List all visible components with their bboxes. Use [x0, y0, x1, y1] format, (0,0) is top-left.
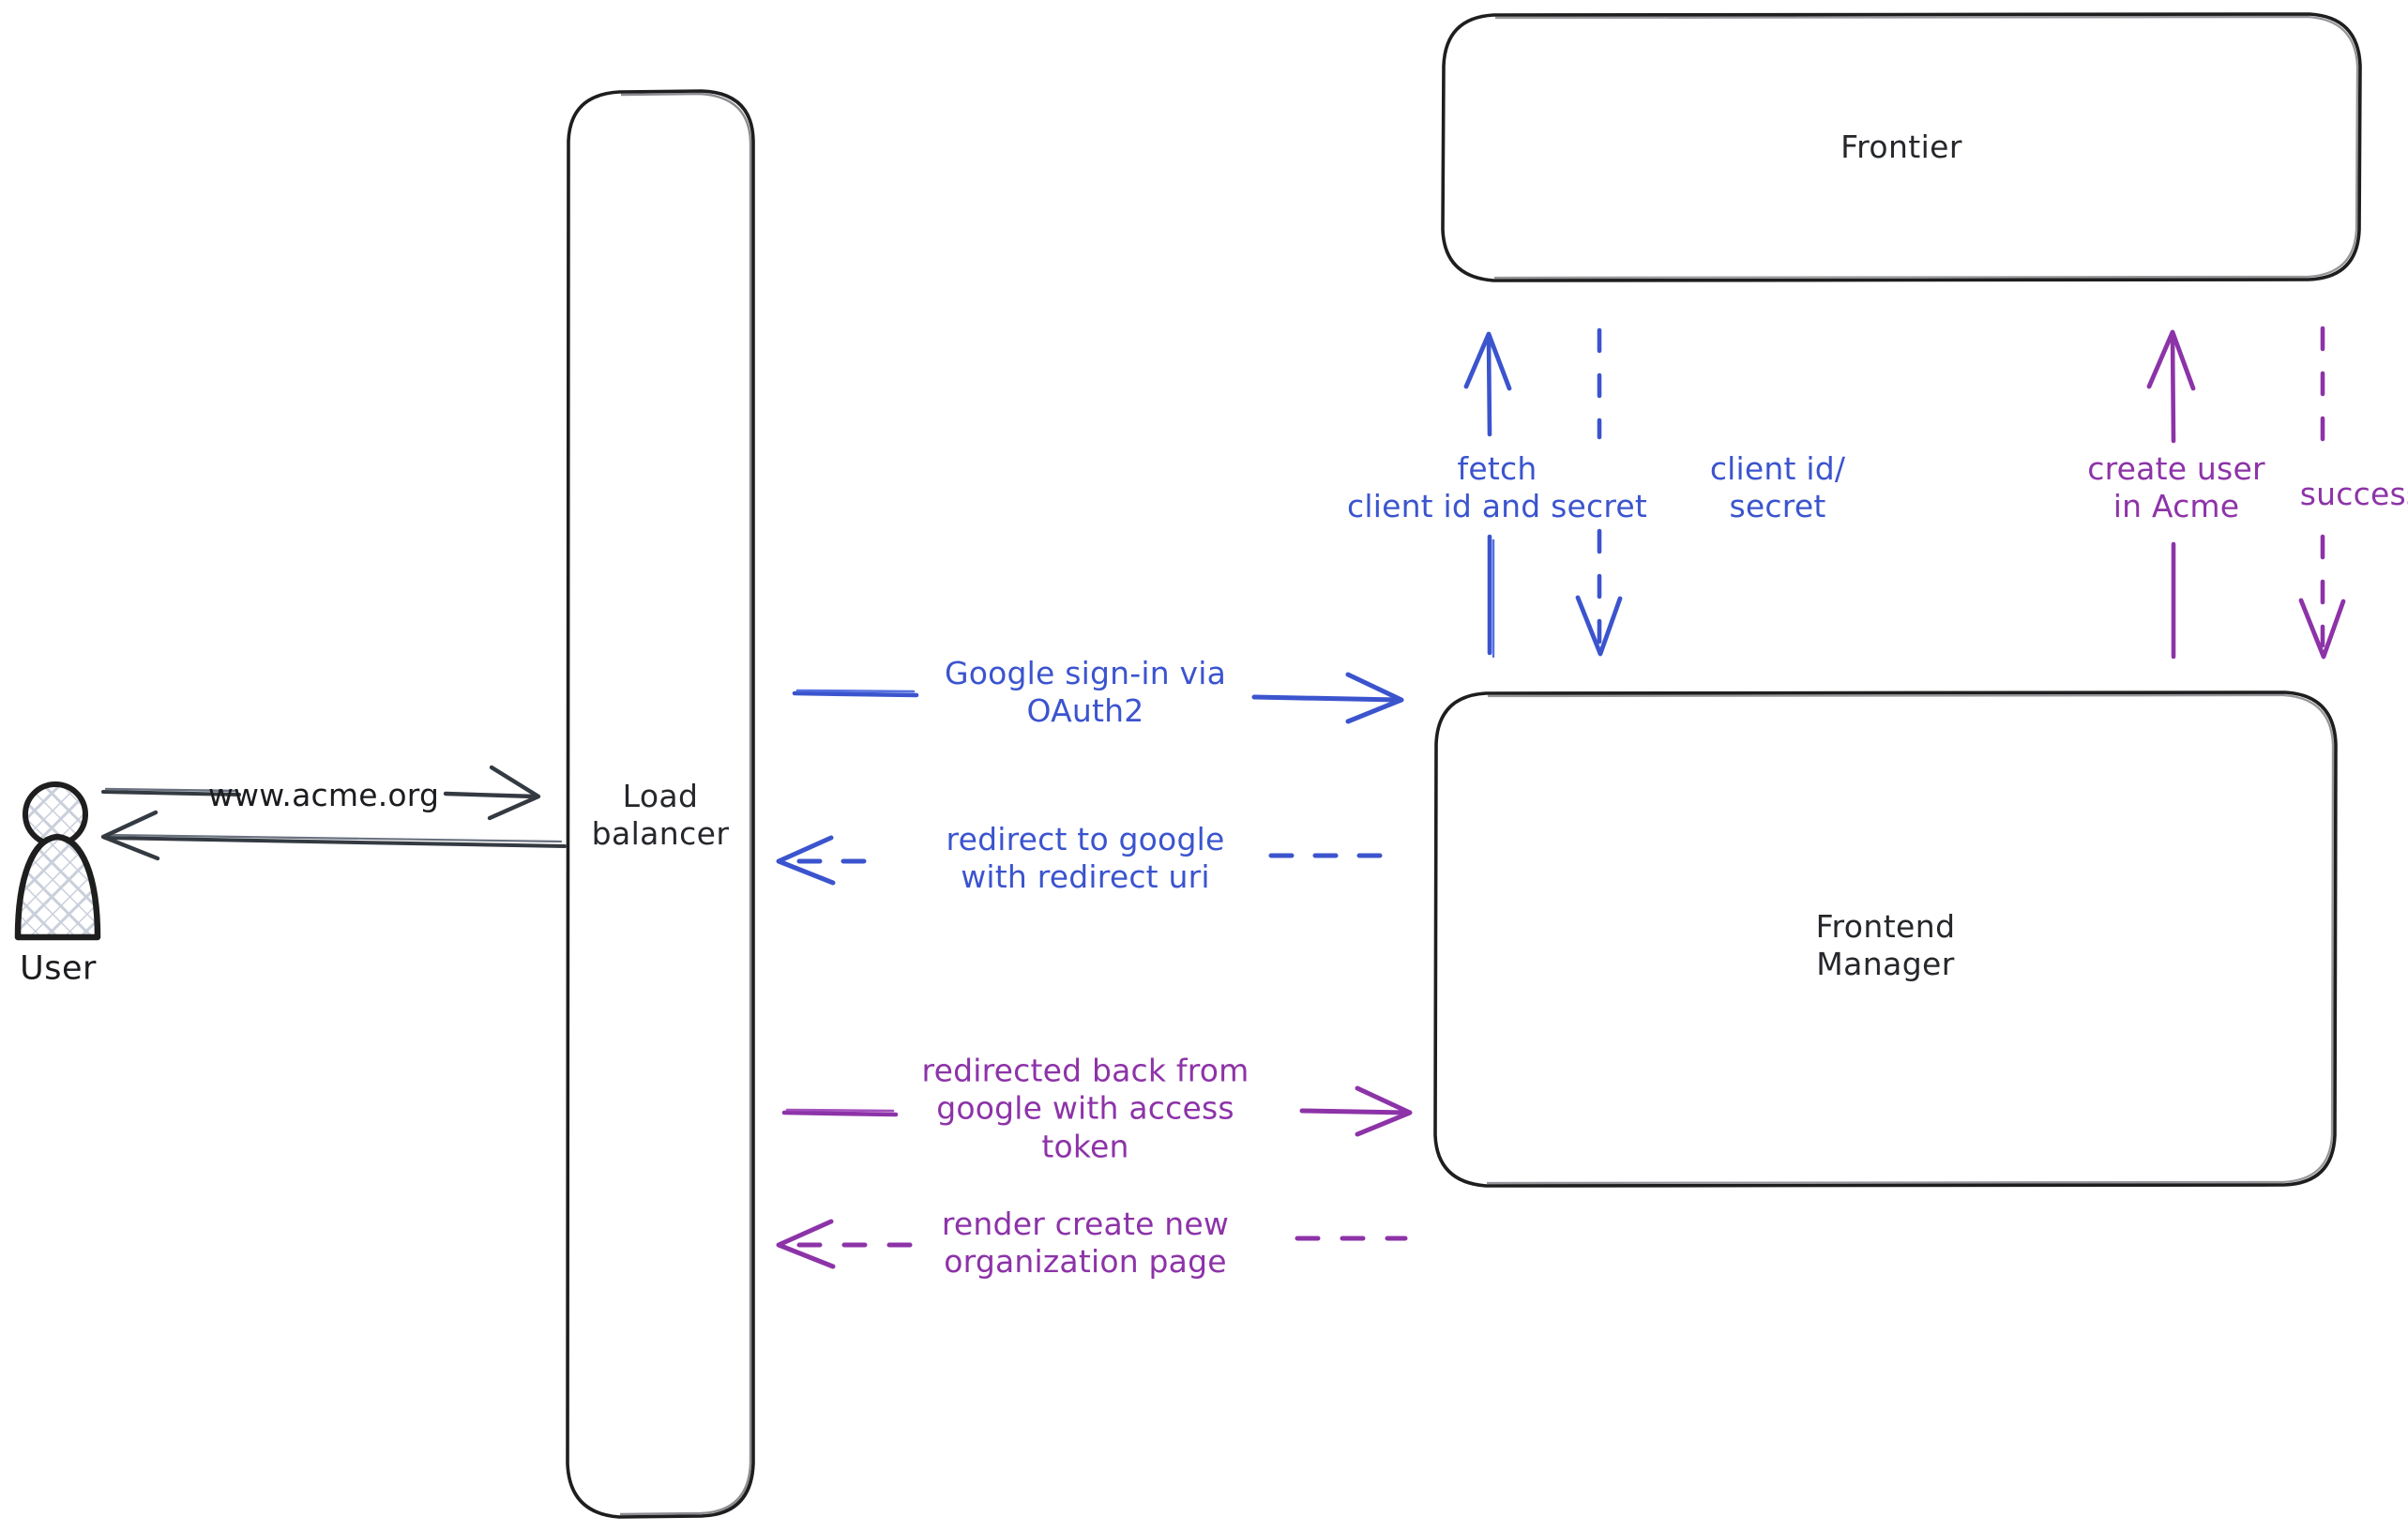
edge-lb-to-user-graphic — [100, 810, 567, 861]
frontend-manager-shape[interactable] — [1433, 690, 2338, 1188]
user-actor-figure — [14, 781, 101, 941]
edge-success-graphic — [2298, 326, 2346, 660]
load-balancer-shape[interactable] — [566, 89, 755, 1519]
edge-create-user-in-acme-graphic — [2146, 329, 2196, 660]
edge-render-create-org-graphic — [776, 1219, 1408, 1269]
edge-redirected-back-token-graphic — [781, 1085, 1413, 1137]
edge-google-signin-graphic — [792, 672, 1404, 724]
frontier-shape[interactable] — [1441, 12, 2362, 282]
edge-redirect-to-google-graphic — [776, 835, 1406, 886]
edge-client-id-secret-graphic — [1575, 327, 1623, 657]
edge-user-to-lb-graphic — [101, 765, 541, 821]
edge-fetch-client-credentials-graphic — [1463, 331, 1512, 659]
